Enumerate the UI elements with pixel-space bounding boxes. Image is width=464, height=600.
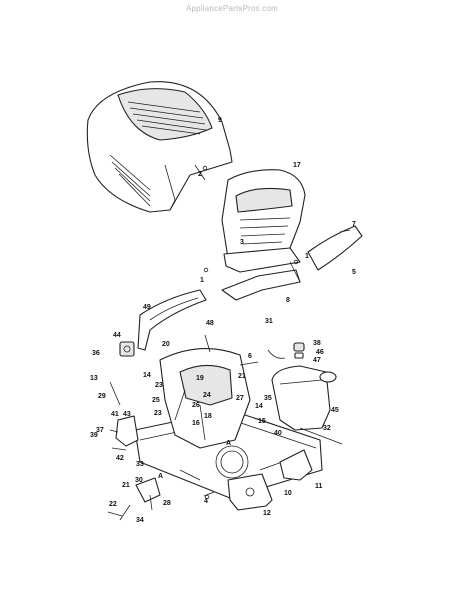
callout-23a[interactable]: 23 <box>155 382 163 389</box>
callout-49[interactable]: 49 <box>143 304 151 311</box>
callout-36[interactable]: 36 <box>92 350 100 357</box>
callout-28[interactable]: 28 <box>163 500 171 507</box>
pedal-bracket-part[interactable] <box>109 415 139 451</box>
hardware-lines <box>107 165 351 517</box>
callout-31[interactable]: 31 <box>265 318 273 325</box>
callout-21b[interactable]: 21 <box>122 482 130 489</box>
bumper-part[interactable] <box>307 225 363 271</box>
watermark-text: AppliancePartsPros.com <box>186 4 278 13</box>
callout-14b[interactable]: 14 <box>255 403 263 410</box>
lower-linkage-part[interactable] <box>119 477 161 521</box>
callout-9[interactable]: 9 <box>218 117 222 124</box>
callout-40[interactable]: 40 <box>274 430 282 437</box>
grille-slots <box>239 217 291 245</box>
hood-part[interactable] <box>86 81 233 213</box>
callout-A2[interactable]: A <box>158 473 163 480</box>
callout-22[interactable]: 22 <box>109 501 117 508</box>
fuel-tank-part[interactable] <box>271 365 337 431</box>
callout-33[interactable]: 33 <box>136 461 144 468</box>
callout-42[interactable]: 42 <box>116 455 124 462</box>
callout-13[interactable]: 13 <box>90 375 98 382</box>
callout-19[interactable]: 19 <box>196 375 204 382</box>
callout-23b[interactable]: 23 <box>154 410 162 417</box>
hood-bracket-part[interactable] <box>221 261 301 301</box>
callout-35[interactable]: 35 <box>264 395 272 402</box>
callout-6[interactable]: 6 <box>248 353 252 360</box>
callout-39[interactable]: 39 <box>90 432 98 439</box>
callout-21a[interactable]: 21 <box>238 373 246 380</box>
callout-32[interactable]: 32 <box>323 425 331 432</box>
callout-1a[interactable]: 1 <box>200 277 204 284</box>
callout-45[interactable]: 45 <box>331 407 339 414</box>
callout-47[interactable]: 47 <box>313 357 321 364</box>
callout-26[interactable]: 26 <box>192 402 200 409</box>
callout-2[interactable]: 2 <box>198 171 202 178</box>
callout-48[interactable]: 48 <box>206 320 214 327</box>
callout-25[interactable]: 25 <box>152 397 160 404</box>
callout-29[interactable]: 29 <box>98 393 106 400</box>
callout-5[interactable]: 5 <box>352 269 356 276</box>
callout-15[interactable]: 15 <box>258 418 266 425</box>
callout-10[interactable]: 10 <box>284 490 292 497</box>
fuel-cap-part[interactable] <box>293 342 305 359</box>
callout-1b[interactable]: 1 <box>305 253 309 260</box>
callout-46[interactable]: 46 <box>316 349 324 356</box>
callout-38[interactable]: 38 <box>313 340 321 347</box>
front-axle-bracket-part[interactable] <box>227 449 313 511</box>
dash-panel-part[interactable] <box>137 289 207 351</box>
callout-17[interactable]: 17 <box>293 162 301 169</box>
grille-part[interactable] <box>221 169 306 273</box>
callout-16[interactable]: 16 <box>192 420 200 427</box>
callout-12[interactable]: 12 <box>263 510 271 517</box>
callout-44[interactable]: 44 <box>113 332 121 339</box>
callout-7[interactable]: 7 <box>352 221 356 228</box>
callout-30[interactable]: 30 <box>135 477 143 484</box>
callout-20[interactable]: 20 <box>162 341 170 348</box>
callout-24[interactable]: 24 <box>203 392 211 399</box>
callout-37[interactable]: 37 <box>96 427 104 434</box>
callout-43[interactable]: 43 <box>123 411 131 418</box>
callout-41[interactable]: 41 <box>111 411 119 418</box>
callout-18[interactable]: 18 <box>204 413 212 420</box>
callout-14a[interactable]: 14 <box>143 372 151 379</box>
hood-side-grille <box>109 154 151 207</box>
callout-4[interactable]: 4 <box>204 498 208 505</box>
ignition-switch-part[interactable] <box>119 341 135 357</box>
callout-11[interactable]: 11 <box>315 483 323 490</box>
callout-3a[interactable]: 3 <box>240 239 244 246</box>
callout-34[interactable]: 34 <box>136 517 144 524</box>
steering-tower-part[interactable] <box>159 348 251 449</box>
hood-vents <box>127 101 207 135</box>
callout-A1[interactable]: A <box>226 440 231 447</box>
callout-27[interactable]: 27 <box>236 395 244 402</box>
callout-8[interactable]: 8 <box>286 297 290 304</box>
